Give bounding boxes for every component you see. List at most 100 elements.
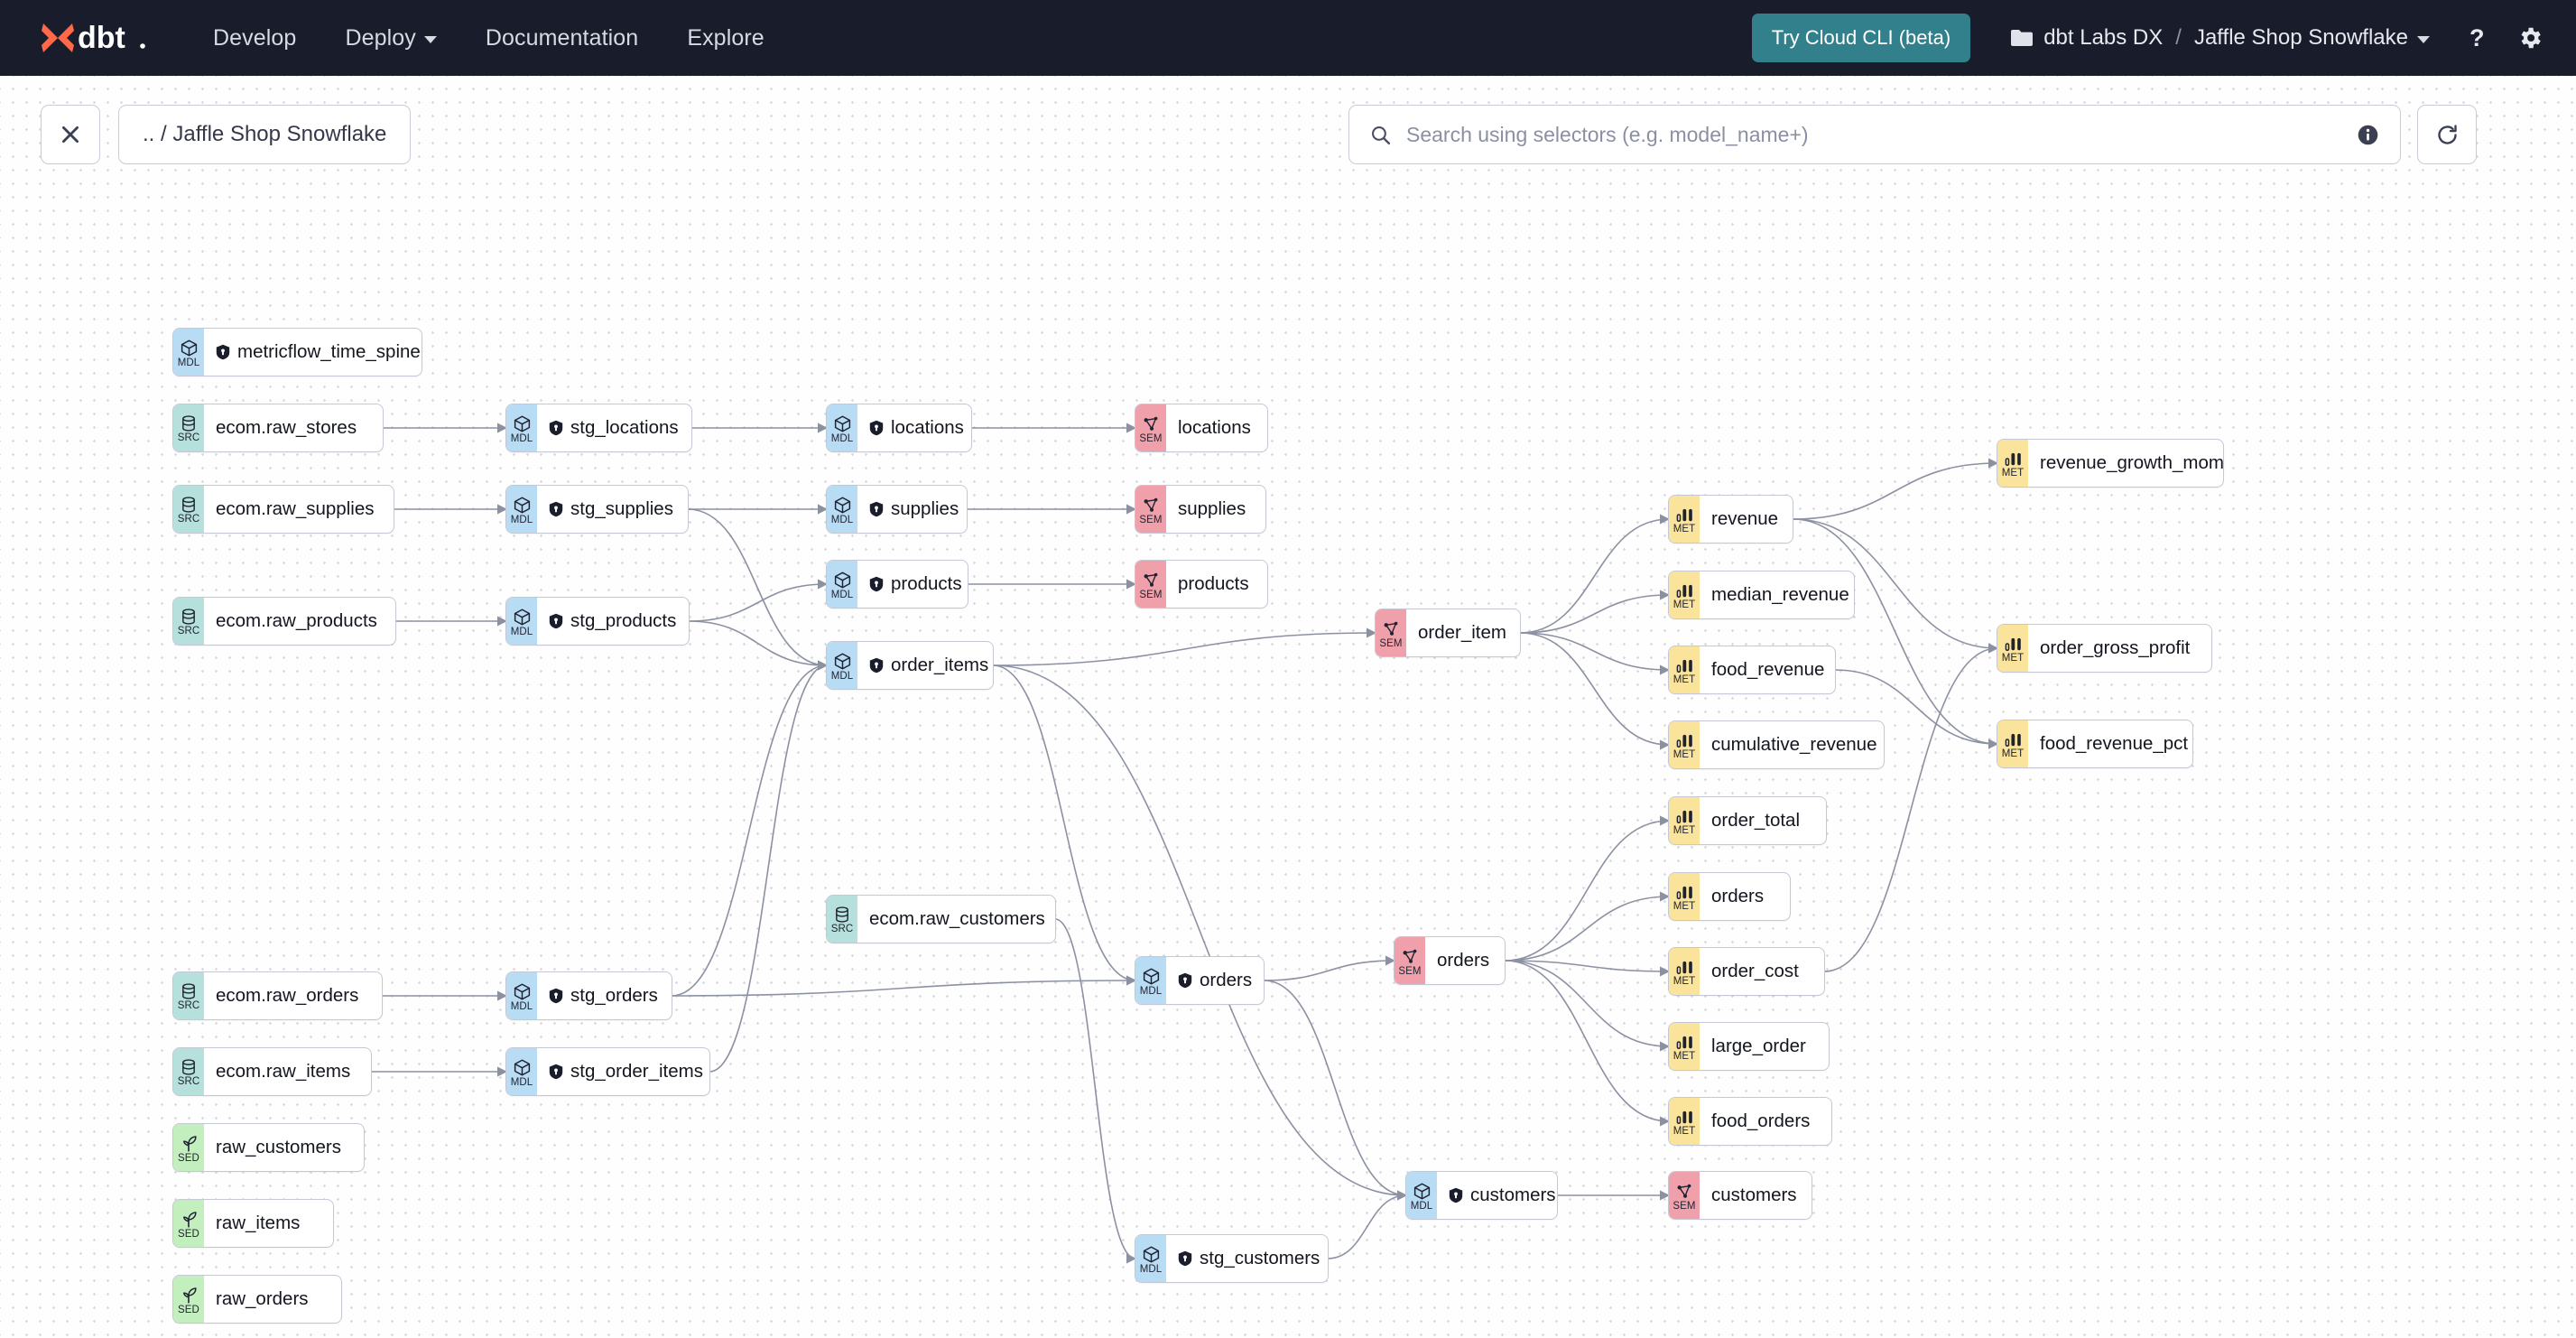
graph-node-sem_order_item[interactable]: SEM order_item: [1376, 609, 1520, 656]
lineage-edge: [1263, 955, 1396, 981]
search-input[interactable]: [1406, 122, 2341, 147]
node-type-label: SRC: [177, 1000, 200, 1011]
node-type-badge-sem: SEM: [1376, 609, 1406, 656]
node-label: ecom.raw_customers: [869, 908, 1045, 929]
node-label-wrap: revenue_growth_mom: [2028, 440, 2223, 487]
node-type-badge-met: MET: [1997, 625, 2028, 672]
breadcrumb-chip[interactable]: .. / Jaffle Shop Snowflake: [118, 105, 412, 164]
node-label-wrap: metricflow_time_spine: [204, 329, 422, 376]
lineage-edge: [992, 627, 1377, 666]
top-navigation-bar: dbt Develop Deploy Documentation Explore…: [0, 0, 2576, 76]
project-selector[interactable]: Jaffle Shop Snowflake: [2194, 25, 2430, 51]
refresh-graph-button[interactable]: [2417, 105, 2477, 164]
node-type-label: MET: [1673, 900, 1696, 912]
node-type-badge-src: SRC: [173, 486, 204, 533]
chevron-down-icon: [423, 36, 437, 43]
graph-node-stg_products[interactable]: MDL stg_products: [506, 598, 689, 645]
node-label: metricflow_time_spine: [237, 341, 421, 362]
nav-right-group: Try Cloud CLI (beta) dbt Labs DX / Jaffl…: [1751, 14, 2549, 62]
node-label-wrap: raw_customers: [204, 1124, 355, 1171]
lineage-edges-layer: [371, 423, 1999, 1264]
nav-item-develop[interactable]: Develop: [213, 25, 296, 51]
node-type-label: MDL: [830, 432, 854, 444]
nav-item-documentation[interactable]: Documentation: [486, 25, 638, 51]
try-cloud-cli-button[interactable]: Try Cloud CLI (beta): [1751, 14, 1971, 62]
search-box[interactable]: [1348, 105, 2401, 164]
node-label: order_total: [1711, 810, 1801, 831]
nav-item-deploy[interactable]: Deploy: [345, 25, 437, 51]
breadcrumb-separator: /: [2175, 25, 2182, 50]
node-label-wrap: stg_order_items: [537, 1048, 709, 1095]
node-type-label: MET: [1673, 523, 1696, 534]
node-label: ecom.raw_products: [216, 610, 377, 631]
node-type-badge-met: MET: [1669, 1023, 1700, 1070]
dbt-logo[interactable]: dbt: [38, 18, 161, 58]
graph-node-met_orders[interactable]: MET orders: [1669, 873, 1790, 920]
nav-item-explore[interactable]: Explore: [687, 25, 764, 51]
node-label: order_item: [1418, 622, 1506, 643]
node-label: ecom.raw_items: [216, 1061, 351, 1082]
info-circle-icon[interactable]: [2356, 123, 2380, 147]
node-label-wrap: supplies: [857, 486, 967, 533]
node-type-badge-sem: SEM: [1135, 561, 1166, 608]
graph-node-ecom_raw_stores[interactable]: SRC ecom.raw_stores: [173, 404, 383, 451]
close-lineage-button[interactable]: [41, 105, 100, 164]
node-type-badge-mdl: MDL: [827, 642, 857, 689]
node-type-badge-src: SRC: [173, 404, 204, 451]
node-type-label: MDL: [510, 626, 533, 637]
node-type-badge-met: MET: [1669, 948, 1700, 995]
gear-icon[interactable]: [2516, 24, 2544, 51]
breadcrumb-label: .. / Jaffle Shop Snowflake: [143, 122, 387, 146]
node-type-badge-sed: SED: [173, 1276, 204, 1323]
contract-shield-icon: [1178, 1250, 1192, 1267]
node-type-label: SRC: [177, 514, 200, 525]
node-type-badge-mdl: MDL: [506, 598, 537, 645]
question-mark-icon[interactable]: ?: [2462, 24, 2489, 51]
node-label-wrap: order_cost: [1700, 948, 1812, 995]
node-label: median_revenue: [1711, 584, 1849, 605]
node-type-badge-met: MET: [1997, 720, 2028, 767]
node-label-wrap: stg_orders: [537, 972, 672, 1019]
node-label: ecom.raw_stores: [216, 417, 357, 438]
node-label: stg_products: [570, 610, 677, 631]
node-label: stg_customers: [1200, 1248, 1320, 1268]
node-label: orders: [1711, 886, 1765, 906]
